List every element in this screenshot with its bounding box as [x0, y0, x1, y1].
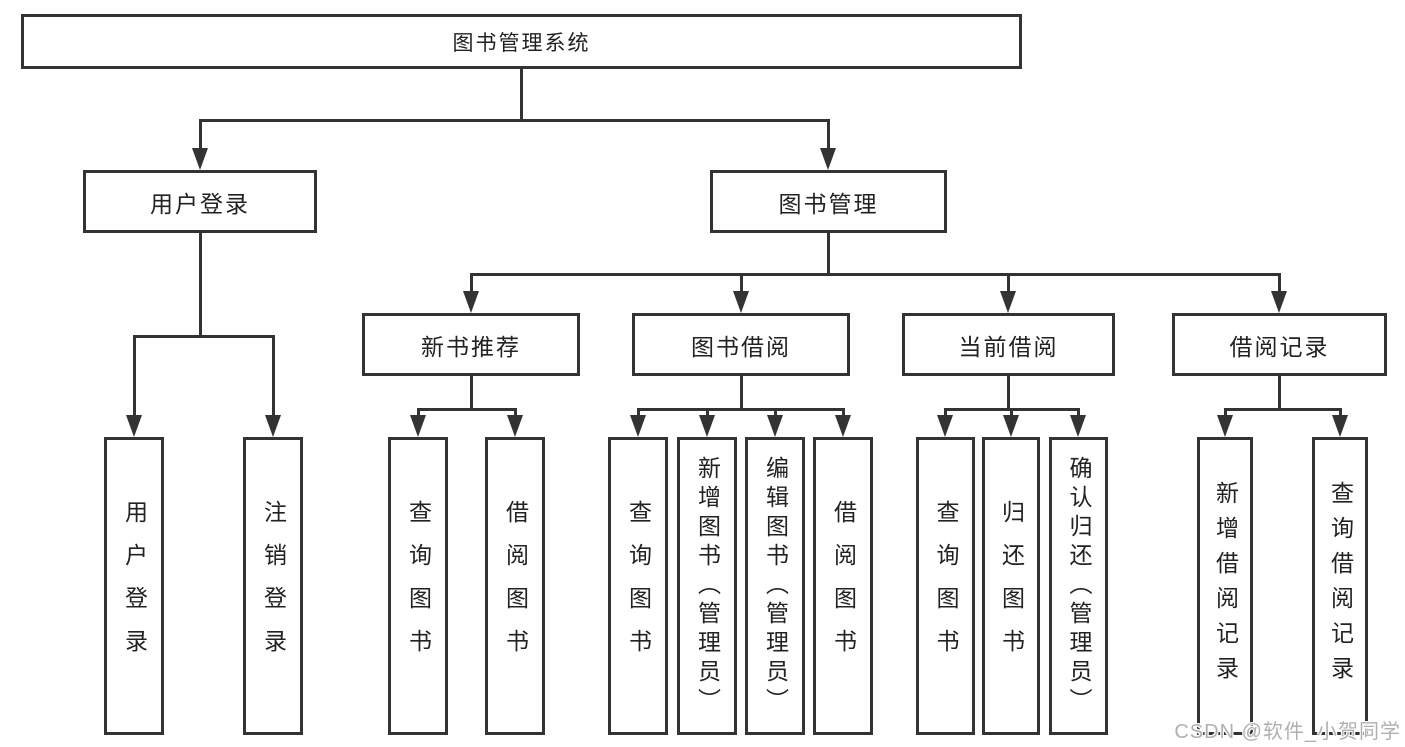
- arrowhead-down-icon: [767, 415, 783, 437]
- connector-line: [773, 408, 777, 417]
- connector-line: [513, 408, 517, 417]
- arrowhead-down-icon: [937, 415, 953, 437]
- connector-line: [1006, 273, 1010, 293]
- node-leaf-edit-book: 编辑图书（管理员）: [745, 437, 805, 735]
- node-leaf-query-book-2: 查询图书: [608, 437, 668, 735]
- arrowhead-down-icon: [733, 291, 749, 313]
- connector-line: [1338, 408, 1342, 417]
- connector-line: [519, 69, 523, 122]
- arrowhead-down-icon: [1271, 291, 1287, 313]
- node-leaf-add-book: 新增图书（管理员）: [677, 437, 737, 735]
- arrowhead-down-icon: [507, 415, 523, 437]
- node-root-system: 图书管理系统: [21, 14, 1022, 69]
- arrowhead-down-icon: [699, 415, 715, 437]
- arrowhead-down-icon: [192, 148, 208, 170]
- connector-line: [416, 408, 420, 417]
- node-branch-borrow-record: 借阅记录: [1172, 313, 1387, 376]
- node-branch-book-borrow: 图书借阅: [632, 313, 850, 376]
- arrowhead-down-icon: [126, 415, 142, 437]
- connector-line: [132, 335, 136, 417]
- connector-line: [841, 408, 845, 417]
- node-leaf-confirm-return: 确认归还（管理员）: [1049, 437, 1108, 735]
- connector-line: [1009, 408, 1013, 417]
- node-leaf-query-book-1: 查询图书: [388, 437, 448, 735]
- connector-line: [1076, 408, 1080, 417]
- node-leaf-return-book: 归还图书: [982, 437, 1040, 735]
- node-leaf-add-record: 新增借阅记录: [1197, 437, 1253, 735]
- node-leaf-query-book-3: 查询图书: [916, 437, 975, 735]
- connector-line: [132, 335, 275, 338]
- connector-line: [416, 408, 517, 411]
- node-leaf-logout: 注销登录: [243, 437, 303, 735]
- node-leaf-user-login: 用户登录: [104, 437, 164, 735]
- connector-line: [198, 119, 202, 150]
- node-leaf-borrow-book-1: 借阅图书: [485, 437, 545, 735]
- connector-line: [636, 408, 640, 417]
- arrowhead-down-icon: [463, 291, 479, 313]
- connector-line: [1277, 273, 1281, 293]
- arrowhead-down-icon: [1003, 415, 1019, 437]
- csdn-watermark: CSDN @软件_小贺同学: [1174, 721, 1401, 743]
- node-branch-current-borrow: 当前借阅: [902, 313, 1115, 376]
- arrowhead-down-icon: [1070, 415, 1086, 437]
- arrowhead-down-icon: [265, 415, 281, 437]
- arrowhead-down-icon: [835, 415, 851, 437]
- node-branch-new-book-rec: 新书推荐: [362, 313, 580, 376]
- connector-line: [705, 408, 709, 417]
- node-branch-book-mgmt: 图书管理: [710, 170, 947, 233]
- connector-line: [636, 408, 845, 411]
- connector-line: [739, 376, 743, 411]
- node-branch-user-login: 用户登录: [83, 170, 317, 233]
- arrowhead-down-icon: [630, 415, 646, 437]
- connector-line: [1223, 408, 1342, 411]
- connector-line: [469, 273, 473, 293]
- connector-line: [739, 273, 743, 293]
- arrowhead-down-icon: [1217, 415, 1233, 437]
- arrowhead-down-icon: [820, 148, 836, 170]
- connector-line: [198, 233, 202, 338]
- connector-line: [198, 119, 830, 122]
- connector-line: [826, 119, 830, 150]
- connector-line: [271, 335, 275, 417]
- connector-line: [469, 376, 473, 411]
- connector-line: [469, 273, 1281, 276]
- node-leaf-borrow-book-2: 借阅图书: [813, 437, 873, 735]
- connector-line: [1223, 408, 1227, 417]
- connector-line: [826, 233, 830, 276]
- connector-line: [943, 408, 947, 417]
- node-leaf-query-record: 查询借阅记录: [1312, 437, 1368, 735]
- arrowhead-down-icon: [1000, 291, 1016, 313]
- connector-line: [1277, 376, 1281, 411]
- connector-line: [1006, 376, 1010, 411]
- arrowhead-down-icon: [410, 415, 426, 437]
- arrowhead-down-icon: [1332, 415, 1348, 437]
